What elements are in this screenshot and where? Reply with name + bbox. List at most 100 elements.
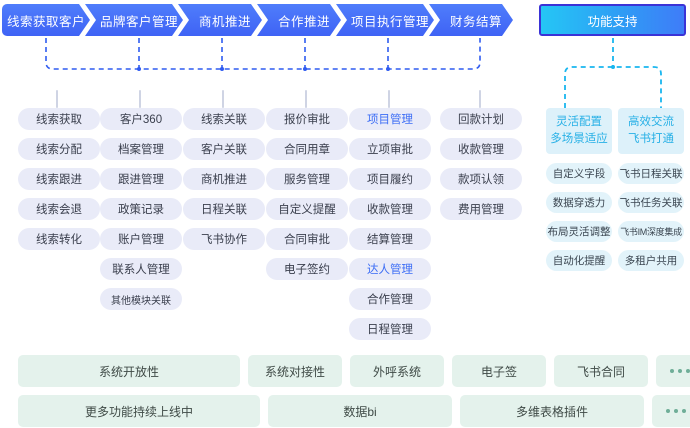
module-column-3: 线索关联客户关联商机推进日程关联飞书协作 bbox=[183, 108, 265, 258]
module-pill[interactable]: 档案管理 bbox=[100, 138, 182, 160]
feature-pill[interactable]: 飞书任务关联 bbox=[618, 192, 684, 213]
feature-pill[interactable]: 布局灵活调整 bbox=[546, 221, 612, 242]
module-pill-label: 立项审批 bbox=[367, 144, 413, 156]
function-support-label: 功能支持 bbox=[587, 14, 638, 29]
module-pill[interactable]: 立项审批 bbox=[349, 138, 431, 160]
process-stage-label: 项目执行管理 bbox=[350, 14, 429, 29]
module-pill[interactable]: 线索关联 bbox=[183, 108, 265, 130]
bottom-capability-box[interactable]: 系统开放性 bbox=[18, 355, 240, 387]
module-pill[interactable]: 线索分配 bbox=[18, 138, 100, 160]
module-pill[interactable]: 自定义提醒 bbox=[266, 198, 348, 220]
bottom-capability-box[interactable]: 系统对接性 bbox=[248, 355, 342, 387]
module-pill[interactable]: 飞书协作 bbox=[183, 228, 265, 250]
module-pill-label: 服务管理 bbox=[284, 174, 330, 186]
module-pill-label: 合作管理 bbox=[367, 294, 413, 306]
bottom-capability-box[interactable]: 飞书合同 bbox=[554, 355, 648, 387]
module-pill[interactable]: 线索获取 bbox=[18, 108, 100, 130]
feature-pill[interactable]: 飞书IM深度集成 bbox=[618, 221, 684, 242]
module-pill[interactable]: 账户管理 bbox=[100, 228, 182, 250]
module-pill[interactable]: 服务管理 bbox=[266, 168, 348, 190]
module-pill[interactable]: 日程关联 bbox=[183, 198, 265, 220]
module-pill[interactable]: 联系人管理 bbox=[100, 258, 182, 280]
bottom-capability-box[interactable]: 多维表格插件 bbox=[460, 395, 644, 427]
feature-pill[interactable]: 自动化提醒 bbox=[546, 250, 612, 271]
bottom-more-box[interactable] bbox=[656, 355, 690, 387]
module-pill-label: 合同用章 bbox=[284, 144, 330, 156]
module-pill[interactable]: 跟进管理 bbox=[100, 168, 182, 190]
module-pill[interactable]: 客户360 bbox=[100, 108, 182, 130]
feature-column-2: 高效交流飞书打通飞书日程关联飞书任务关联飞书IM深度集成多租户共用 bbox=[618, 108, 684, 279]
feature-header-line1: 灵活配置 bbox=[556, 116, 602, 128]
process-stage-label: 线索获取客户 bbox=[6, 14, 85, 29]
process-stage-3[interactable]: 商机推进 bbox=[178, 4, 262, 36]
bottom-capability-box[interactable]: 更多功能持续上线中 bbox=[18, 395, 260, 427]
function-support-box[interactable]: 功能支持 bbox=[539, 4, 686, 36]
module-pill[interactable]: 线索转化 bbox=[18, 228, 100, 250]
module-pill-label: 跟进管理 bbox=[118, 174, 164, 186]
module-pill[interactable]: 线索会退 bbox=[18, 198, 100, 220]
module-pill-label: 档案管理 bbox=[118, 144, 164, 156]
module-pill[interactable]: 合同审批 bbox=[266, 228, 348, 250]
feature-column-header[interactable]: 高效交流飞书打通 bbox=[618, 108, 684, 154]
module-pill[interactable]: 商机推进 bbox=[183, 168, 265, 190]
module-pill-label: 账户管理 bbox=[118, 234, 164, 246]
feature-pill[interactable]: 数据穿透力 bbox=[546, 192, 612, 213]
process-stage-2[interactable]: 品牌客户管理 bbox=[85, 4, 183, 36]
module-pill[interactable]: 项目管理 bbox=[349, 108, 431, 130]
process-stage-6[interactable]: 财务结算 bbox=[429, 4, 513, 36]
feature-column-1: 灵活配置多场景适应自定义字段数据穿透力布局灵活调整自动化提醒 bbox=[546, 108, 612, 279]
module-pill-label: 回款计划 bbox=[458, 114, 504, 126]
column-stub-1 bbox=[56, 90, 58, 108]
module-pill-label: 自定义提醒 bbox=[278, 204, 336, 216]
feature-column-header[interactable]: 灵活配置多场景适应 bbox=[546, 108, 612, 154]
module-pill[interactable]: 费用管理 bbox=[440, 198, 522, 220]
feature-pill[interactable]: 多租户共用 bbox=[618, 250, 684, 271]
feature-pill-label: 飞书日程关联 bbox=[619, 168, 683, 180]
process-stage-1[interactable]: 线索获取客户 bbox=[2, 4, 90, 36]
module-pill[interactable]: 回款计划 bbox=[440, 108, 522, 130]
module-pill-label: 结算管理 bbox=[367, 234, 413, 246]
process-stage-label: 财务结算 bbox=[449, 14, 502, 29]
module-pill[interactable]: 日程管理 bbox=[349, 318, 431, 340]
ellipsis-icon bbox=[666, 409, 686, 413]
feature-pill[interactable]: 飞书日程关联 bbox=[618, 163, 684, 184]
bottom-more-box[interactable] bbox=[652, 395, 690, 427]
module-pill[interactable]: 收款管理 bbox=[349, 198, 431, 220]
bottom-capability-label: 系统对接性 bbox=[264, 364, 325, 379]
module-pill[interactable]: 客户关联 bbox=[183, 138, 265, 160]
module-pill[interactable]: 收款管理 bbox=[440, 138, 522, 160]
module-column-5: 项目管理立项审批项目履约收款管理结算管理达人管理合作管理日程管理 bbox=[349, 108, 431, 348]
column-stub-5 bbox=[388, 90, 390, 108]
module-pill-label: 政策记录 bbox=[118, 204, 164, 216]
column-stub-6 bbox=[479, 90, 481, 108]
module-column-4: 报价审批合同用章服务管理自定义提醒合同审批电子签约 bbox=[266, 108, 348, 288]
bottom-capability-box[interactable]: 电子签 bbox=[452, 355, 546, 387]
ellipsis-icon bbox=[670, 369, 690, 373]
process-stage-5[interactable]: 项目执行管理 bbox=[336, 4, 434, 36]
module-pill[interactable]: 项目履约 bbox=[349, 168, 431, 190]
module-pill[interactable]: 合作管理 bbox=[349, 288, 431, 310]
module-pill-label: 线索转化 bbox=[36, 234, 82, 246]
module-pill[interactable]: 达人管理 bbox=[349, 258, 431, 280]
module-pill-label: 收款管理 bbox=[458, 144, 504, 156]
column-stub-3 bbox=[222, 90, 224, 108]
module-pill-label: 收款管理 bbox=[367, 204, 413, 216]
module-pill[interactable]: 合同用章 bbox=[266, 138, 348, 160]
module-pill[interactable]: 政策记录 bbox=[100, 198, 182, 220]
module-pill[interactable]: 线索跟进 bbox=[18, 168, 100, 190]
bottom-capability-box[interactable]: 数据bi bbox=[268, 395, 452, 427]
feature-pill[interactable]: 自定义字段 bbox=[546, 163, 612, 184]
module-pill[interactable]: 电子签约 bbox=[266, 258, 348, 280]
module-pill[interactable]: 报价审批 bbox=[266, 108, 348, 130]
module-pill-label: 日程关联 bbox=[201, 204, 247, 216]
bottom-row-2: 更多功能持续上线中数据bi 多维表格插件 bbox=[18, 395, 690, 427]
bottom-capability-label: 电子签 bbox=[480, 364, 517, 379]
module-pill[interactable]: 款项认领 bbox=[440, 168, 522, 190]
module-column-1: 线索获取线索分配线索跟进线索会退线索转化 bbox=[18, 108, 100, 258]
process-stage-4[interactable]: 合作推进 bbox=[257, 4, 341, 36]
bottom-capability-label: 多维表格插件 bbox=[515, 404, 588, 419]
feature-header-line2: 飞书打通 bbox=[628, 133, 674, 145]
bottom-capability-box[interactable]: 外呼系统 bbox=[350, 355, 444, 387]
module-pill[interactable]: 其他模块关联 bbox=[100, 288, 182, 310]
module-pill[interactable]: 结算管理 bbox=[349, 228, 431, 250]
